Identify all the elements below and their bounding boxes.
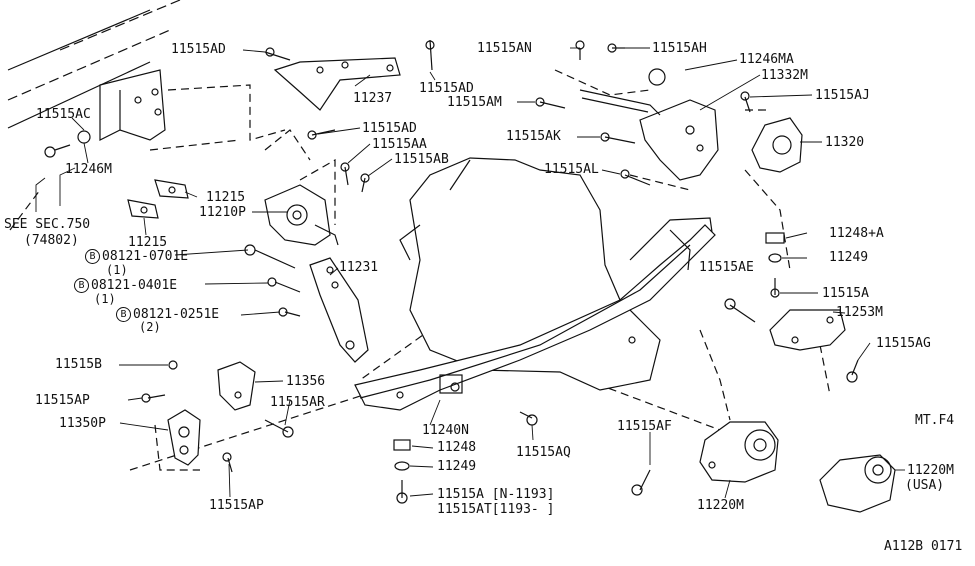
mount-11320-shape [751,117,803,173]
label-see-sec: SEE SEC.750 [4,217,91,232]
label-11231: 11231 [339,260,379,275]
label-diagram-code: A112B 0171 [884,539,963,554]
label-08121-0401e: 08121-0401E [91,278,178,293]
label-11515ap-left: 11515AP [35,393,90,408]
bracket-11231-shape [309,257,369,363]
transmission-outline [399,157,661,391]
label-11515at-bottom: 11515AT[1193- ] [437,502,555,517]
b-circle-icon: B [85,249,100,264]
label-11332m: 11332M [761,68,808,83]
label-11515aq: 11515AQ [516,445,571,460]
crossmember-11240n-shape [354,217,716,411]
label-11515am: 11515AM [447,95,502,110]
mount-11350p-shape [167,409,201,466]
label-11220m-usa: 11220M [907,463,954,478]
label-11515ap-bottom: 11515AP [209,498,264,513]
label-11350p: 11350P [59,416,106,431]
plate-11215-shapes [127,179,189,219]
label-11515ac: 11515AC [36,107,91,122]
label-11515a-bottom: 11515A [N-1193] [437,487,555,502]
label-08121-0701e: 08121-0701E [102,249,189,264]
label-11515af: 11515AF [617,419,672,434]
label-11249-right: 11249 [829,250,869,265]
label-11249-bottom: 11249 [437,459,477,474]
label-11515aj: 11515AJ [815,88,870,103]
b-circle-icon: B [116,307,131,322]
bracket-11332m-shape [579,68,719,181]
label-11515ad-right: 11515AD [419,81,474,96]
label-11515al: 11515AL [544,162,599,177]
left-bracket-shape [99,69,166,141]
label-11515aa: 11515AA [372,137,427,152]
label-11253m: 11253M [836,305,883,320]
label-11356: 11356 [286,374,326,389]
body-panel-lines [7,0,181,129]
label-11515ad-top: 11515AD [171,42,226,57]
b-circle-icon: B [74,278,89,293]
label-11515ad-mid: 11515AD [362,121,417,136]
label-mt-f4: MT.F4 [915,413,955,428]
mount-11220m-shape [699,421,779,483]
label-11515ar: 11515AR [270,395,325,410]
mount-11220m-usa-shape [819,454,896,513]
label-11210p: 11210P [199,205,246,220]
label-11237: 11237 [353,91,393,106]
label-11515b: 11515B [55,357,102,372]
label-11515ag: 11515AG [876,336,931,351]
label-11515ab: 11515AB [394,152,449,167]
label-11515ae: 11515AE [699,260,754,275]
label-11515ah: 11515AH [652,41,707,56]
label-qty-0701e: (1) [106,263,128,277]
bolts [44,39,859,504]
leader-lines [35,47,905,499]
label-11240n: 11240N [422,423,469,438]
mount-11210p-shape [264,184,339,246]
bracket-11253m-shape [769,309,846,351]
label-11515an: 11515AN [477,41,532,56]
label-qty-0251e: (2) [139,320,161,334]
label-11248-bottom: 11248 [437,440,477,455]
label-11220m: 11220M [697,498,744,513]
label-see-number: (74802) [24,233,79,248]
label-11246m: 11246M [65,162,112,177]
label-usa: (USA) [905,478,945,493]
label-11215-b: 11215 [128,235,168,250]
label-qty-0401e: (1) [94,292,116,306]
label-11248a: 11248+A [829,226,884,241]
label-11215-a: 11215 [206,190,246,205]
label-08121-0251e: 08121-0251E [133,307,220,322]
bracket-11237-shape [273,57,401,111]
label-11515a-right: 11515A [822,286,869,301]
label-11515ak: 11515AK [506,129,561,144]
bracket-11356-shape [217,361,256,411]
label-11246ma: 11246MA [739,52,794,67]
label-11320: 11320 [825,135,865,150]
